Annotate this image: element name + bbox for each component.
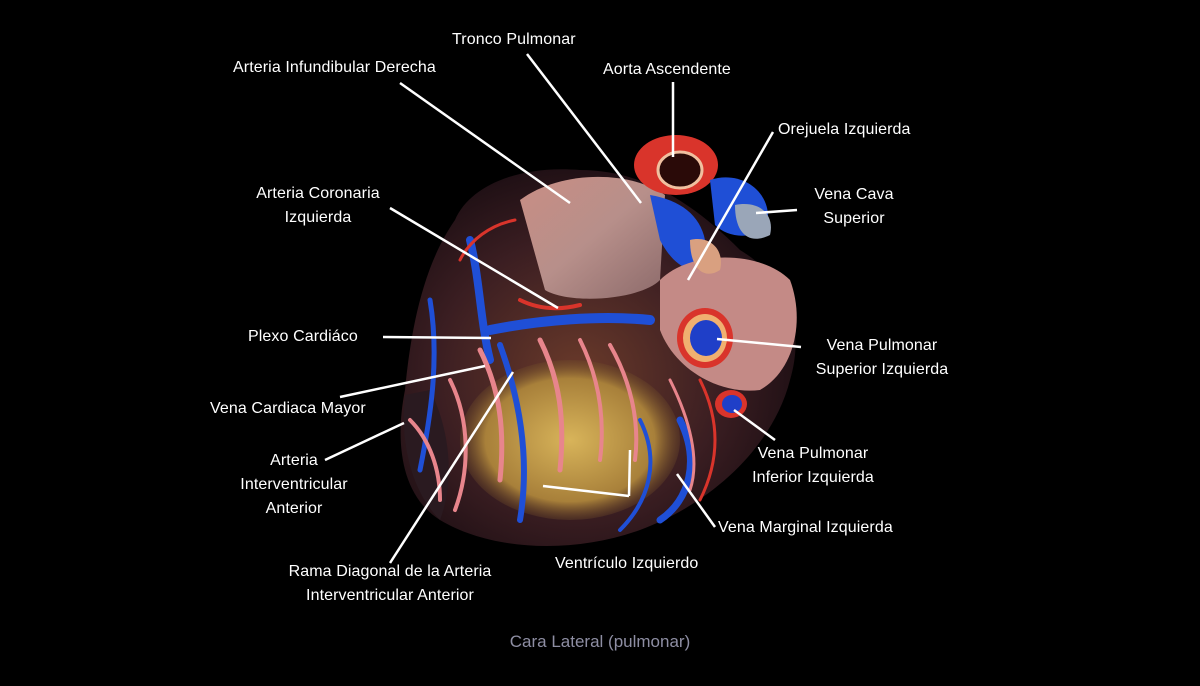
leader-coronaria [389, 206, 559, 310]
leader-lines [324, 53, 802, 564]
label-ventriculo-izquierdo: Ventrículo Izquierdo [555, 555, 699, 572]
label-line: Arteria Coronaria [256, 185, 380, 202]
leader-infundibular [399, 81, 571, 205]
leader-vena-cava [755, 208, 798, 215]
label-tronco-pulmonar: Tronco Pulmonar [452, 31, 576, 48]
label-vena-pulmonar-superior-izquierda: Vena Pulmonar Superior Izquierda [806, 334, 958, 382]
pulmonary-vein-inf-lumen [722, 395, 742, 413]
label-line: Superior Izquierda [815, 361, 949, 378]
leader-diagonal [388, 371, 515, 564]
label-line: Vena Pulmonar [826, 337, 938, 354]
leader-marginal [675, 473, 717, 528]
leader-tronco [526, 53, 642, 204]
leader-interventricular [324, 421, 405, 462]
pulmonary-trunk [520, 176, 665, 299]
label-vena-cava-superior: Vena Cava Superior [800, 183, 908, 231]
pulmonary-vein-sup-lumen [690, 320, 722, 356]
label-line: Izquierda [284, 209, 352, 226]
label-vena-marginal-izquierda: Vena Marginal Izquierda [718, 519, 893, 536]
label-line: Inferior Izquierda [752, 469, 874, 486]
label-arteria-interventricular-anterior: Arteria Interventricular Anterior [232, 449, 356, 521]
leader-ventriculo-a [627, 449, 632, 497]
label-orejuela-izquierda: Orejuela Izquierda [778, 121, 911, 138]
label-line: Superior [823, 210, 885, 227]
leader-pulm-sup [716, 337, 802, 349]
label-line: Interventricular Anterior [306, 587, 474, 604]
label-line: Rama Diagonal de la Arteria [288, 563, 492, 580]
label-aorta-ascendente: Aorta Ascendente [603, 61, 731, 78]
leader-ventriculo-b [542, 484, 630, 498]
figure-caption: Cara Lateral (pulmonar) [509, 632, 691, 651]
aorta-lumen-ring [656, 150, 704, 190]
leader-pulm-inf [733, 408, 776, 442]
leader-plexo [382, 335, 492, 340]
label-plexo-cardiaco: Plexo Cardiáco [248, 328, 358, 345]
label-line: Interventricular [240, 476, 348, 493]
label-rama-diagonal: Rama Diagonal de la Arteria Interventric… [276, 560, 504, 608]
label-line: Vena Pulmonar [757, 445, 869, 462]
vessel-network [408, 218, 717, 532]
leader-cardiaca [339, 364, 486, 399]
label-arteria-coronaria-izquierda: Arteria Coronaria Izquierda [244, 182, 392, 230]
label-line: Vena Cava [814, 186, 894, 203]
label-line: Arteria [270, 452, 318, 469]
label-line: Anterior [265, 500, 323, 517]
aorta-lumen [658, 152, 702, 188]
label-vena-pulmonar-inferior-izquierda: Vena Pulmonar Inferior Izquierda [742, 442, 884, 490]
leader-orejuela [686, 131, 775, 281]
label-vena-cardiaca-mayor: Vena Cardiaca Mayor [210, 400, 366, 417]
label-arteria-infundibular-derecha: Arteria Infundibular Derecha [233, 59, 436, 76]
